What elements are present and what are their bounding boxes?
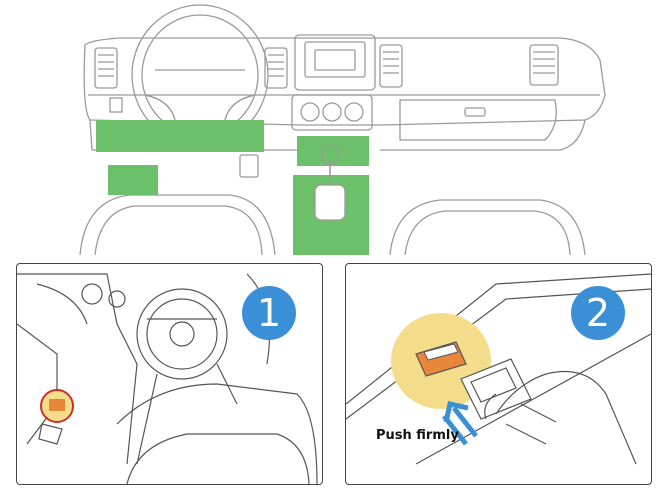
obd-location-zones	[96, 120, 369, 255]
step-1-panel: 1	[16, 263, 323, 485]
obd-plug-icon	[460, 358, 532, 420]
obd-port-icon	[49, 399, 65, 411]
step-2-panel: 2 Push firmly	[345, 263, 652, 485]
pedal-icon	[38, 423, 63, 445]
step-2-drawing	[346, 273, 651, 465]
hand-drawing	[484, 370, 637, 465]
push-firmly-caption: Push firmly	[376, 428, 459, 443]
step-1-drawing	[17, 273, 318, 484]
step-2-number: 2	[585, 291, 611, 335]
step-2-badge: 2	[571, 286, 625, 340]
dashboard-drawing	[79, 4, 606, 255]
zone-left-kick-panel	[108, 165, 158, 195]
zone-center-console	[297, 136, 369, 166]
step-1-number: 1	[256, 291, 282, 335]
obd-connector-icon	[415, 341, 467, 377]
dashboard-illustration	[79, 4, 606, 255]
zone-steering-column	[165, 123, 235, 147]
step-1-badge: 1	[242, 286, 296, 340]
push-arrow-icon	[442, 401, 478, 446]
